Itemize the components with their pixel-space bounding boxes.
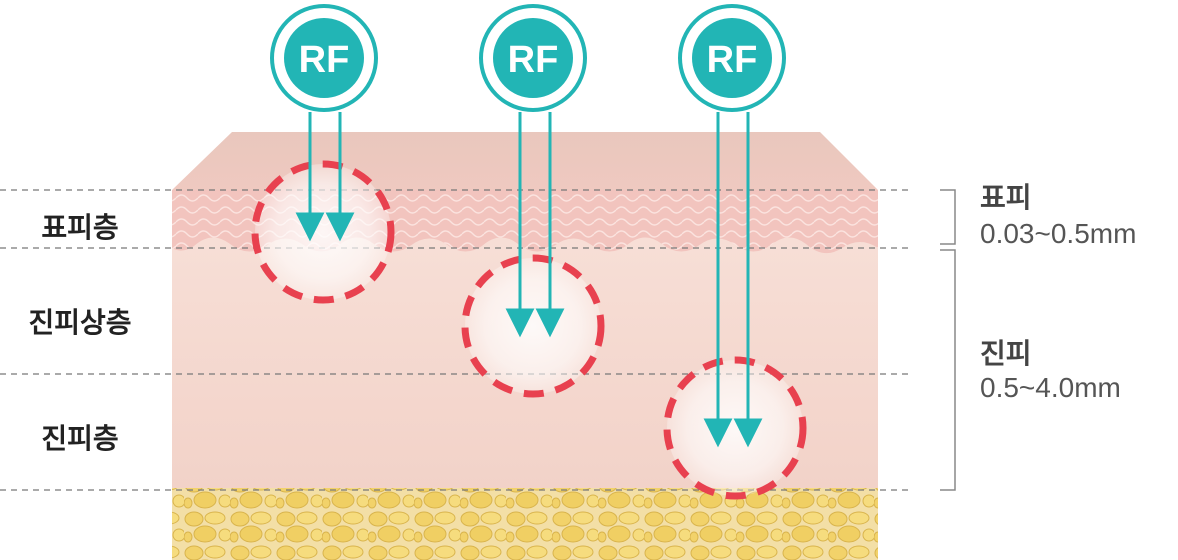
fat-layer — [172, 488, 878, 560]
rf-arrows — [295, 112, 763, 448]
bracket-dermis — [940, 249, 956, 491]
layer-label-dermis: 진피층 — [41, 423, 119, 454]
measurement-title-epidermis: 표피 — [980, 182, 1032, 213]
rf-probe-icon: RF — [270, 4, 378, 112]
measurement-value-epidermis: 0.03~0.5mm — [980, 218, 1137, 249]
target-zone-icon — [251, 160, 395, 304]
arrow-down-icon — [703, 112, 763, 448]
rf-probe-label: RF — [508, 39, 559, 81]
rf-probe-icon: RF — [678, 4, 786, 112]
target-zone-icon — [663, 356, 807, 500]
measurement-brackets — [940, 189, 956, 491]
measurement-title-dermis: 진피 — [980, 338, 1032, 369]
rf-probes: RF RF RF — [270, 4, 786, 112]
rf-probe-label: RF — [299, 39, 350, 81]
layer-label-epidermis: 표피층 — [41, 212, 119, 243]
target-zones — [251, 160, 807, 500]
layer-label-upper-dermis: 진피상층 — [28, 307, 132, 338]
arrow-down-icon — [505, 112, 565, 338]
target-zone-icon — [461, 254, 605, 398]
bracket-epidermis — [940, 189, 956, 245]
rf-probe-label: RF — [707, 39, 758, 81]
arrow-down-icon — [295, 112, 355, 242]
measurement-value-dermis: 0.5~4.0mm — [980, 372, 1121, 403]
rf-probe-icon: RF — [479, 4, 587, 112]
